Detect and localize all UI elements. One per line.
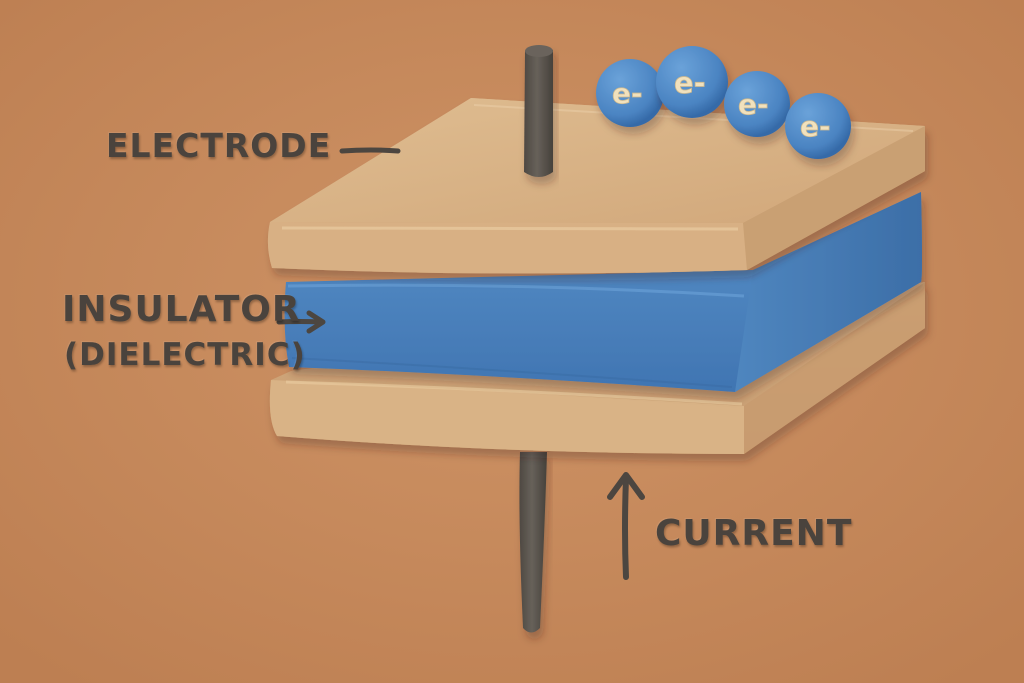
electron-4-label: e- [800,110,831,143]
electron-2: e- [656,46,728,118]
electrode-leader-line [339,147,401,154]
electron-1: e- [596,59,664,127]
top-electrode-plate [267,98,926,274]
bottom-wire [519,452,547,633]
dielectric-label: (DIELECTRIC) [64,337,306,373]
electron-2-label: e- [674,66,706,100]
electron-4: e- [785,93,851,159]
electrode-label: ELECTRODE [106,126,332,165]
top-wire [524,45,553,177]
insulator-layer [284,192,923,392]
current-label: CURRENT [655,513,853,554]
insulator-arrow [276,310,326,334]
electron-3-label: e- [738,88,769,121]
electron-group: e- e- e- e- [596,46,851,159]
electron-1-label: e- [612,77,643,110]
electron-3: e- [724,71,790,137]
current-arrow [607,472,645,580]
insulator-label: INSULATOR [62,289,301,330]
